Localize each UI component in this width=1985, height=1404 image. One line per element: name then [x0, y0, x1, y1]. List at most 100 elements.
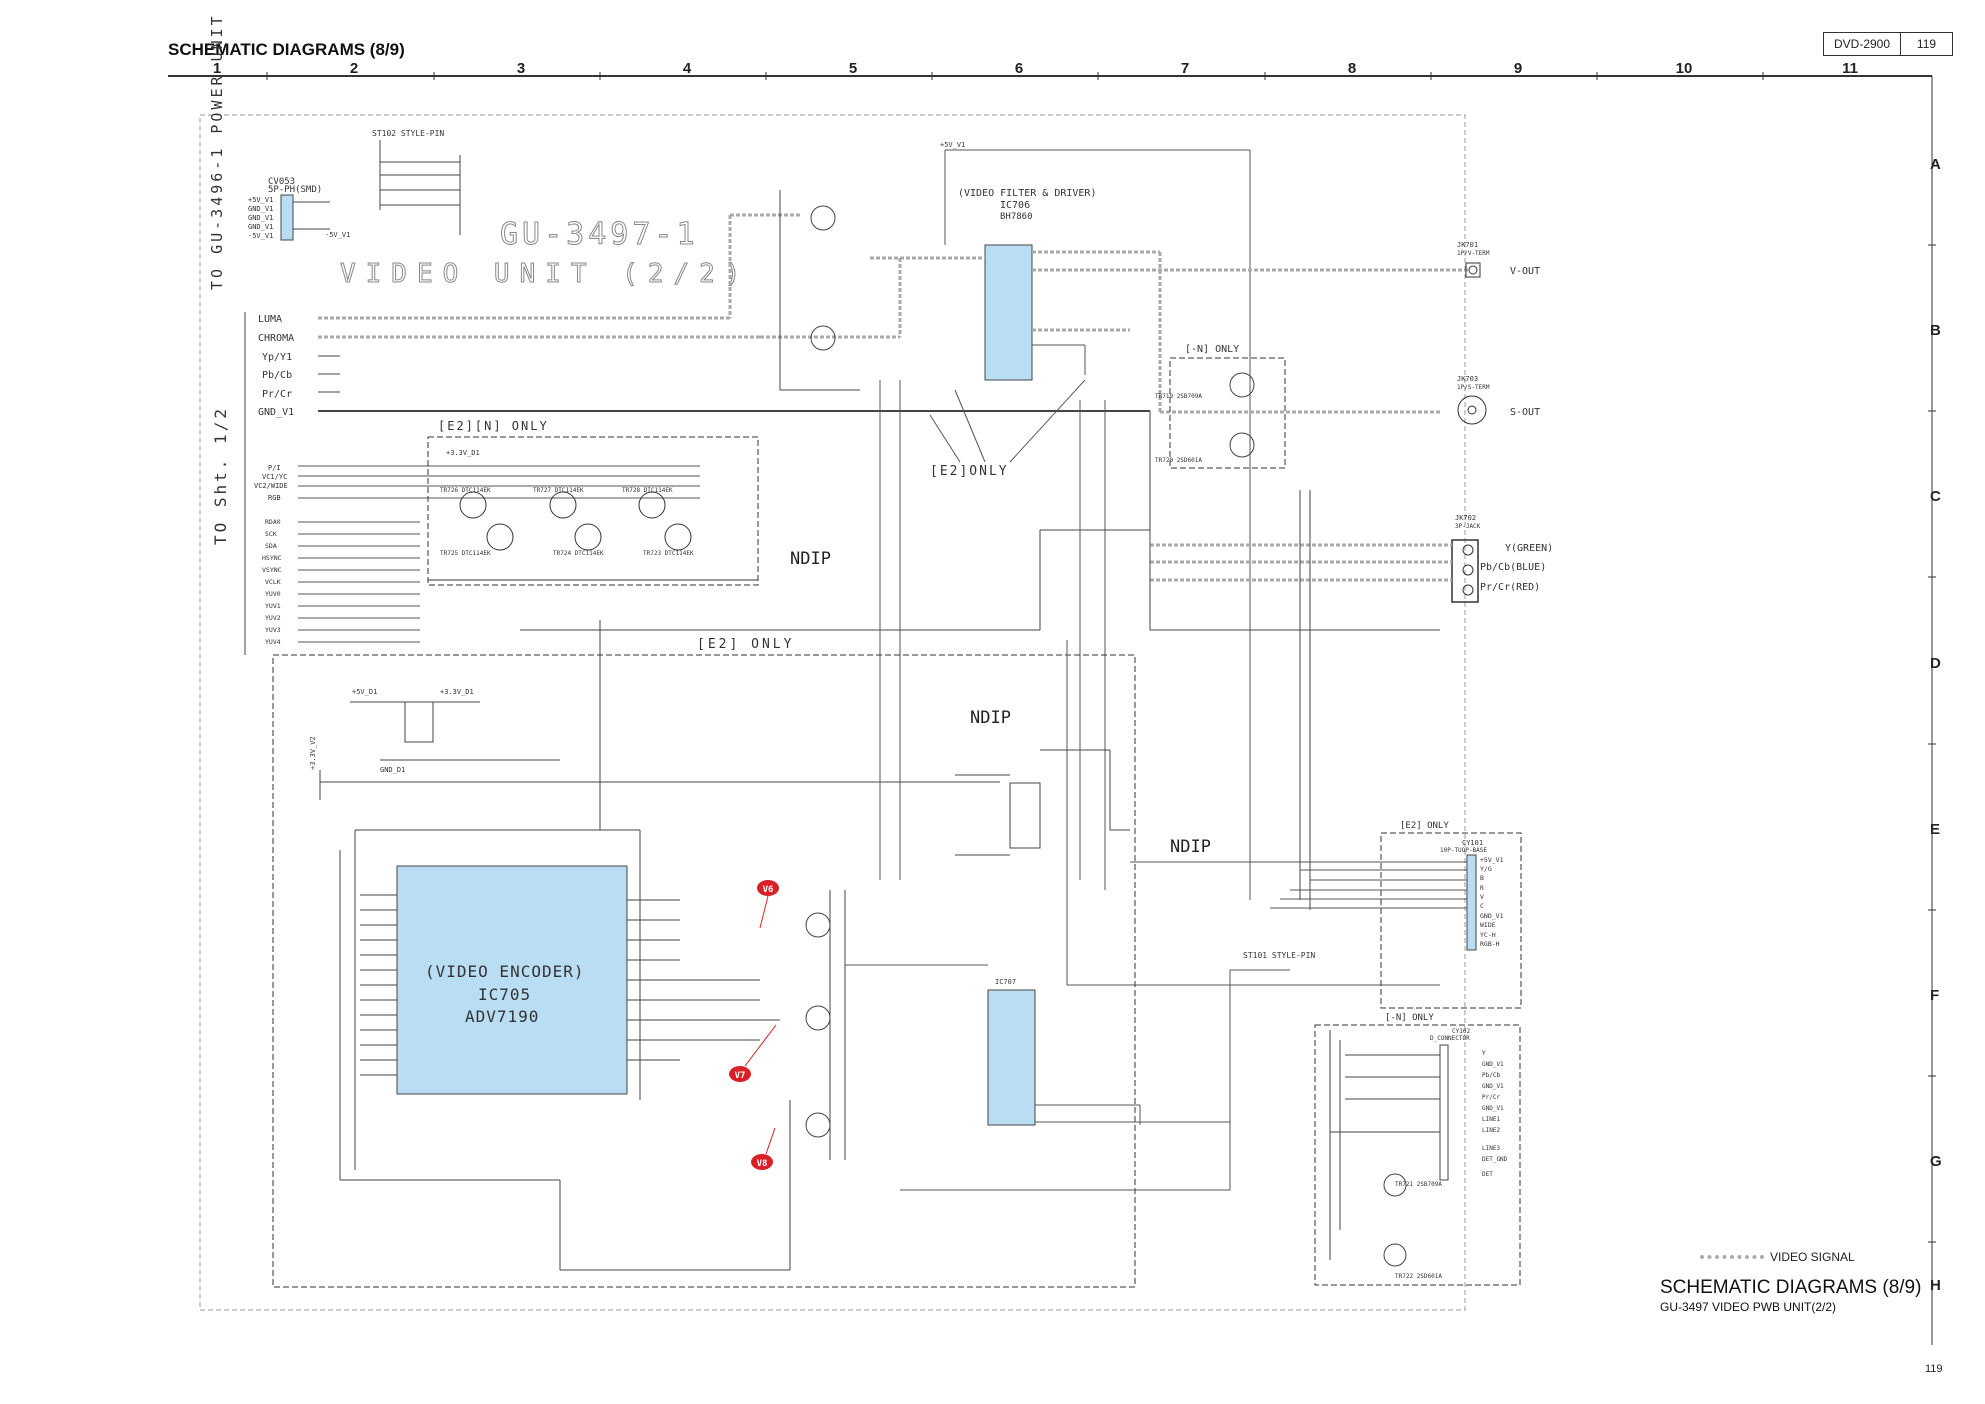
- ic707-wiring: [845, 640, 1440, 1191]
- transistor-label: TR722 2SD601A: [1395, 1273, 1442, 1280]
- grid-column-label: 5: [848, 60, 858, 77]
- ic706-ref: IC706: [1000, 200, 1030, 211]
- grid-column-label: 9: [1513, 60, 1523, 77]
- jk701-part: 1P/V-TERM: [1457, 250, 1490, 257]
- jk701-label: V-OUT: [1510, 266, 1540, 277]
- transistor-label: TR728 DTC114EK: [622, 487, 673, 494]
- cy102-pin: DET: [1482, 1171, 1493, 1178]
- e-row-connector: [955, 749, 1130, 856]
- grid-row-label: H: [1930, 1277, 1941, 1294]
- cy102-pin: LINE1: [1482, 1116, 1500, 1123]
- e2n-only-note: [E2][N] ONLY: [438, 419, 549, 433]
- cy101-pin: WIDE: [1480, 921, 1496, 929]
- transistor-label: TR721 2SB709A: [1395, 1181, 1442, 1188]
- cy101-pin: YC-H: [1480, 931, 1496, 939]
- page-title: SCHEMATIC DIAGRAMS (8/9): [168, 40, 405, 59]
- voltage-label: +5V_V1: [940, 141, 965, 149]
- jk702-output: Pb/Cb(BLUE): [1480, 562, 1546, 573]
- bus-signal-label: VCLK: [265, 578, 281, 586]
- input-signal-label: GND_V1: [258, 407, 294, 418]
- footer-page-number: 119: [1925, 1363, 1943, 1375]
- cy101-pin: R: [1480, 884, 1484, 892]
- cy101-note: [E2] ONLY: [1400, 821, 1449, 831]
- voltage-label: -5V_V1: [325, 231, 350, 239]
- cv053-connector: CV053 5P-PH(SMD) +5V_V1 GND_V1 GND_V1 GN…: [248, 177, 330, 241]
- cy102-pin: Pb/Cb: [1482, 1072, 1500, 1079]
- ndip-note: NDIP: [970, 708, 1011, 728]
- ic706-part: BH7860: [1000, 212, 1033, 222]
- bus-signal-label: YUV3: [265, 626, 281, 634]
- ndip-note: NDIP: [790, 549, 831, 569]
- bus-signal-label: HSYNC: [262, 554, 282, 562]
- cv053-pin: GND_V1: [248, 223, 273, 231]
- probe-v7: V7: [729, 1024, 777, 1082]
- bus-signal-label: YUV1: [265, 602, 281, 610]
- grid-column-label: 11: [1842, 60, 1858, 77]
- input-signal-label: CHROMA: [258, 333, 294, 344]
- ic706-input-transistors: [779, 190, 860, 391]
- ic705-part: ADV7190: [465, 1007, 539, 1026]
- cy102-wiring: [1329, 1030, 1440, 1267]
- jk701-jack: JK701 1P/V-TERM V-OUT: [1457, 241, 1540, 278]
- jk702-ref: JK702: [1455, 514, 1476, 522]
- grid-row-label: D: [1930, 655, 1941, 672]
- grid-column-label: 6: [1014, 60, 1024, 77]
- transistor-label: TR719 2SB709A: [1155, 393, 1202, 400]
- legend: VIDEO SIGNAL: [1700, 1250, 1855, 1264]
- voltage-label: +3.3V_V2: [309, 736, 317, 770]
- cy101-pin: V: [1480, 893, 1484, 901]
- voltage-label: +3.3V_D1: [446, 449, 480, 457]
- bus-signal-label: YUV4: [265, 638, 281, 646]
- cy101-box: [1380, 832, 1522, 1009]
- cy102-pin-strip: [1439, 1044, 1449, 1181]
- grid-row-label: E: [1930, 821, 1941, 838]
- component-output-lines: [1150, 543, 1452, 582]
- n-only-top-transistors: [1229, 372, 1255, 458]
- probe-label: V6: [763, 885, 774, 895]
- ic705-ref: IC705: [478, 985, 531, 1004]
- cv053-pin: +5V_V1: [248, 196, 273, 204]
- input-signals: LUMA CHROMA Yp/Y1 Pb/Cb Pr/Cr GND_V1: [244, 213, 1150, 655]
- bus-signal-label: RDA0: [265, 518, 281, 526]
- bus-signal-label: YUV0: [265, 590, 281, 598]
- transistor-array: [428, 491, 758, 581]
- cv053-part: 5P-PH(SMD): [268, 185, 322, 195]
- probe-label: V8: [757, 1159, 768, 1169]
- grid-row-label: F: [1930, 987, 1940, 1004]
- ic705-block-label: (VIDEO ENCODER): [425, 962, 585, 981]
- input-signal-label: Pr/Cr: [262, 389, 292, 400]
- ic706-chip: [984, 244, 1033, 381]
- footer-subtitle: GU-3497 VIDEO PWB UNIT(2/2): [1660, 1300, 1837, 1314]
- grid-row-label: G: [1930, 1153, 1942, 1170]
- cy101-pin: GND_V1: [1480, 912, 1504, 920]
- n-only-note: [-N] ONLY: [1385, 1013, 1434, 1023]
- n-only-note: [-N] ONLY: [1185, 344, 1239, 355]
- ic705-pins: [339, 620, 790, 1271]
- jk703-jack: JK703 1P/S-TERM S-OUT: [1457, 375, 1540, 425]
- cy102-pin: Y: [1482, 1050, 1486, 1057]
- grid-column-label: 1: [212, 60, 222, 77]
- grid-column-label: 10: [1675, 60, 1693, 77]
- jk703-label: S-OUT: [1510, 407, 1540, 418]
- model-page-box: DVD-2900 119: [1823, 32, 1953, 56]
- grid-row-label: B: [1930, 322, 1941, 339]
- bus-signal-label: SDA: [265, 542, 277, 550]
- cy102-ref: CY102: [1452, 1028, 1470, 1035]
- transistor-label: TR723 DTC114EK: [643, 550, 694, 557]
- input-signal-label: Pb/Cb: [262, 370, 292, 381]
- cy101-pin: +5V_V1: [1480, 856, 1504, 864]
- voltage-label: +3.3V_D1: [440, 688, 474, 696]
- grid-row-label: A: [1930, 156, 1941, 173]
- grid-row-label: C: [1930, 488, 1941, 505]
- frame: [168, 72, 1936, 1345]
- e2-only-note: [E2]ONLY: [930, 464, 1009, 479]
- cv053-pin: GND_V1: [248, 205, 273, 213]
- transistor-label: TR725 DTC114EK: [440, 550, 491, 557]
- jk702-output: Pr/Cr(RED): [1480, 582, 1540, 593]
- cy101-pin: Y/G: [1480, 865, 1492, 873]
- cy102-pins: Y GND_V1 Pb/Cb GND_V1 Pr/Cr GND_V1 LINE1…: [1482, 1050, 1508, 1178]
- probe-label: V7: [735, 1071, 746, 1081]
- transistor-label: TR724 DTC114EK: [553, 550, 604, 557]
- grid-column-label: 8: [1347, 60, 1357, 77]
